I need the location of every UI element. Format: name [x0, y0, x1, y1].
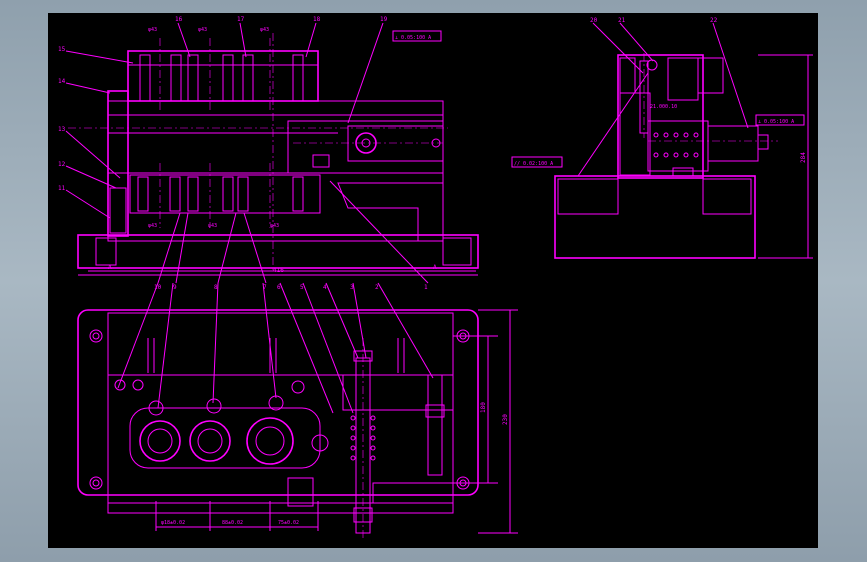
part-number: 7	[263, 284, 267, 291]
part-number: 13	[58, 126, 66, 133]
front-left-leaders: 15 14 13 12 11	[58, 46, 134, 219]
tolerance-text: // 0.02:100 A	[514, 161, 553, 167]
front-top-leaders: 16 17 18 19	[175, 16, 388, 124]
part-number: 15	[58, 46, 66, 53]
top-bores	[114, 379, 329, 465]
top-leaders: 6 5 4 3 2	[117, 282, 434, 414]
top-view: 6 5 4 3 2 φ18±0.02 88±0.02 75±0.02 180 2…	[77, 282, 518, 538]
tolerance-frame	[392, 30, 442, 42]
dimension-label: φ18±0.02	[161, 520, 185, 526]
part-number: 18	[313, 16, 321, 23]
part-number: 5	[300, 284, 304, 291]
part-number: 19	[380, 16, 388, 23]
part-number: 2	[375, 284, 379, 291]
part-number: 6	[277, 284, 281, 291]
drawing-sheet: φ43 φ43 φ43 φ43 φ43 φ43 15 14 13 12 11 1…	[48, 13, 818, 548]
part-number: 17	[237, 16, 245, 23]
bore-label: φ43	[148, 27, 157, 33]
dimension-label: 88±0.02	[222, 520, 243, 526]
part-number: 12	[58, 161, 66, 168]
cad-drawing: φ43 φ43 φ43 φ43 φ43 φ43 15 14 13 12 11 1…	[58, 16, 813, 538]
side-spring	[653, 132, 699, 158]
datum-label: A	[108, 264, 112, 271]
datum-label: A	[433, 264, 437, 271]
top-spring	[350, 415, 376, 461]
dimension-label: 75±0.02	[278, 520, 299, 526]
dimension-label: 180	[480, 402, 487, 413]
bore-label: φ43	[208, 223, 217, 229]
bore-label: φ43	[270, 223, 279, 229]
tolerance-frame	[755, 114, 805, 126]
part-number: 21	[618, 17, 626, 24]
part-number: 16	[175, 16, 183, 23]
front-view: φ43 φ43 φ43 φ43 φ43 φ43 15 14 13 12 11 1…	[58, 16, 479, 291]
part-number: 20	[590, 17, 598, 24]
part-number: 11	[58, 185, 66, 192]
part-number: 9	[173, 284, 177, 291]
part-number: 8	[214, 284, 218, 291]
top-bores	[139, 38, 304, 111]
dimension-label: 230	[502, 414, 509, 425]
tolerance-text: ⊥ 0.05:100 A	[395, 35, 431, 41]
height-dimension: 284	[800, 152, 807, 163]
side-note: 21.000.10	[650, 104, 677, 110]
part-number: 14	[58, 78, 66, 85]
side-view: 21.000.10 20 21 22 ⊥ 0.05:100 A // 0.02:…	[511, 17, 813, 259]
bore-label: φ43	[148, 223, 157, 229]
part-number: 4	[323, 284, 327, 291]
width-dimension: 416	[273, 267, 284, 274]
front-bottom-leaders: 10 9 8 7 1	[154, 180, 429, 291]
bottom-bores	[129, 163, 321, 228]
tolerance-frame	[511, 156, 563, 168]
part-number: 22	[710, 17, 718, 24]
part-number: 10	[154, 284, 162, 291]
part-number: 3	[350, 284, 354, 291]
bore-label: φ43	[260, 27, 269, 33]
part-number: 1	[424, 284, 428, 291]
tolerance-text: ⊥ 0.05:100 A	[758, 119, 794, 125]
bore-label: φ43	[198, 27, 207, 33]
